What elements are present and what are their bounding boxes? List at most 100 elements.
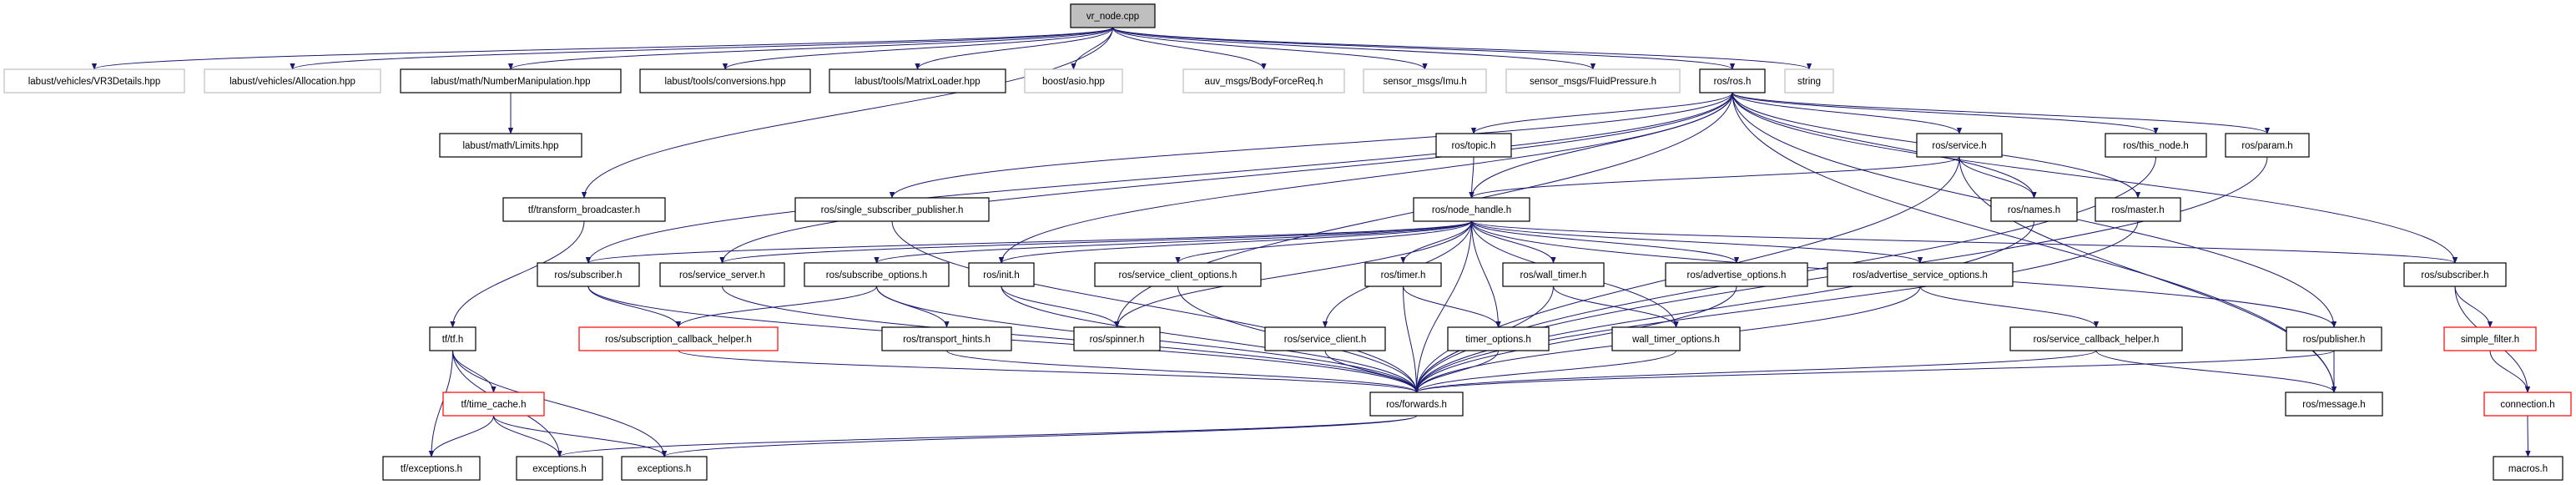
- node-ros[interactable]: ros/ros.h: [1699, 68, 1766, 93]
- node-sub-cb-helper[interactable]: ros/subscription_callback_helper.h: [578, 326, 779, 351]
- node-subscriber[interactable]: ros/subscriber.h: [537, 262, 640, 287]
- node-asio[interactable]: boost/asio.hpp: [1024, 68, 1123, 93]
- node-box: [2009, 326, 2183, 351]
- node-wall-timer-options[interactable]: wall_timer_options.h: [1611, 326, 1741, 351]
- node-label: ros/transport_hints.h: [903, 335, 991, 345]
- node-box: [439, 133, 582, 158]
- node-macros[interactable]: macros.h: [2493, 456, 2563, 481]
- edge-tf-to-tf_exceptions: [428, 350, 453, 457]
- node-imu[interactable]: sensor_msgs/Imu.h: [1363, 68, 1487, 93]
- node-label: ros/single_subscriber_publisher.h: [821, 205, 964, 215]
- node-label: exceptions.h: [638, 464, 692, 474]
- node-box: [1827, 262, 2014, 287]
- node-param[interactable]: ros/param.h: [2225, 133, 2310, 158]
- node-box: [968, 262, 1035, 287]
- node-simple-filter[interactable]: simple_filter.h: [2443, 326, 2537, 351]
- node-bodyforce[interactable]: auv_msgs/BodyForceReq.h: [1182, 68, 1345, 93]
- node-topic[interactable]: ros/topic.h: [1435, 133, 1512, 158]
- edge-time_cache-to-tf_exceptions: [428, 415, 494, 457]
- node-tf-exceptions[interactable]: tf/exceptions.h: [382, 456, 481, 481]
- node-srv-cb-helper[interactable]: ros/service_callback_helper.h: [2009, 326, 2183, 351]
- edge-wall_timer_options-to-forwards: [1414, 350, 1676, 393]
- node-label: ros/topic.h: [1451, 141, 1495, 151]
- node-box: [2483, 392, 2572, 417]
- node-transport-hints[interactable]: ros/transport_hints.h: [881, 326, 1012, 351]
- edge-ssp-to-forwards: [891, 220, 1419, 393]
- node-this-node[interactable]: ros/this_node.h: [2105, 133, 2207, 158]
- node-box: [1364, 262, 1442, 287]
- edge-node_handle-to-timer: [1400, 220, 1472, 264]
- node-label: ros/forwards.h: [1386, 400, 1447, 410]
- node-label: ros/service_client.h: [1284, 335, 1366, 345]
- node-ssp[interactable]: ros/single_subscriber_publisher.h: [794, 197, 990, 222]
- node-service[interactable]: ros/service.h: [1916, 133, 2003, 158]
- node-box: [1073, 326, 1161, 351]
- node-label: sensor_msgs/FluidPressure.h: [1530, 77, 1656, 87]
- node-label: ros/subscriber.h: [2421, 270, 2488, 280]
- node-tf[interactable]: tf/tf.h: [429, 326, 476, 351]
- node-label: ros/advertise_options.h: [1687, 270, 1787, 280]
- node-numbermanip[interactable]: labust/math/NumberManipulation.hpp: [400, 68, 622, 93]
- edge-node_handle-to-service_server: [719, 220, 1472, 264]
- node-master[interactable]: ros/master.h: [2095, 197, 2181, 222]
- node-allocation[interactable]: labust/vehicles/Allocation.hpp: [204, 68, 381, 93]
- node-string[interactable]: string: [1784, 68, 1834, 93]
- edge-time_cache-to-exceptions1: [493, 415, 562, 457]
- node-vr-node[interactable]: vr_node.cpp: [1070, 3, 1156, 28]
- node-label: labust/math/Limits.hpp: [462, 141, 558, 151]
- node-subscriber2[interactable]: ros/subscriber.h: [2403, 262, 2507, 287]
- node-time-cache[interactable]: tf/time_cache.h: [442, 392, 545, 417]
- node-box: [2403, 262, 2507, 287]
- edge-ros-to-service_server: [719, 92, 1733, 264]
- node-adv-opts[interactable]: ros/advertise_options.h: [1665, 262, 1808, 287]
- node-box: [1916, 133, 2003, 158]
- node-names[interactable]: ros/names.h: [1990, 197, 2078, 222]
- edge-node_handle-to-init: [998, 220, 1472, 264]
- node-label: wall_timer_options.h: [1631, 335, 1720, 345]
- node-service-server[interactable]: ros/service_server.h: [659, 262, 785, 287]
- node-vr3details[interactable]: labust/vehicles/VR3Details.hpp: [3, 68, 185, 93]
- node-tfb[interactable]: tf/transform_broadcaster.h: [502, 197, 666, 222]
- node-box: [429, 326, 476, 351]
- node-adv-srv-opts[interactable]: ros/advertise_service_options.h: [1827, 262, 2014, 287]
- edge-node_handle-to-adv_srv_opts: [1471, 220, 1923, 264]
- node-node-handle[interactable]: ros/node_handle.h: [1413, 197, 1530, 222]
- node-exceptions2[interactable]: exceptions.h: [621, 456, 708, 481]
- node-box: [2095, 197, 2181, 222]
- edge-subscriber2-to-simple_filter: [2454, 285, 2493, 328]
- node-init[interactable]: ros/init.h: [968, 262, 1035, 287]
- node-wall-timer[interactable]: ros/wall_timer.h: [1502, 262, 1605, 287]
- node-box: [1505, 68, 1681, 93]
- node-timer[interactable]: ros/timer.h: [1364, 262, 1442, 287]
- edge-vr_node-to-conversions: [722, 27, 1113, 70]
- node-box: [1502, 262, 1605, 287]
- node-exceptions1[interactable]: exceptions.h: [516, 456, 603, 481]
- node-matrixloader[interactable]: labust/tools/MatrixLoader.hpp: [829, 68, 1006, 93]
- node-forwards[interactable]: ros/forwards.h: [1369, 392, 1464, 417]
- node-label: ros/timer.h: [1381, 270, 1426, 280]
- edge-simple_filter-to-connection: [2489, 350, 2531, 393]
- node-box: [1070, 3, 1156, 28]
- node-box: [1264, 326, 1386, 351]
- node-connection[interactable]: connection.h: [2483, 392, 2572, 417]
- node-conversions[interactable]: labust/tools/conversions.hpp: [639, 68, 811, 93]
- node-timer-options[interactable]: timer_options.h: [1447, 326, 1550, 351]
- node-sco[interactable]: ros/service_client_options.h: [1094, 262, 1262, 287]
- node-publisher[interactable]: ros/publisher.h: [2286, 326, 2382, 351]
- node-subscribe-options[interactable]: ros/subscribe_options.h: [804, 262, 950, 287]
- node-service-client[interactable]: ros/service_client.h: [1264, 326, 1386, 351]
- node-fluid[interactable]: sensor_msgs/FluidPressure.h: [1505, 68, 1681, 93]
- edge-node_handle-to-subscribe_options: [874, 220, 1472, 264]
- node-box: [621, 456, 708, 481]
- node-limits[interactable]: labust/math/Limits.hpp: [439, 133, 582, 158]
- edge-vr_node-to-imu: [1112, 27, 1428, 70]
- edge-ros-to-init: [998, 92, 1733, 264]
- node-box: [1990, 197, 2078, 222]
- edge-publisher-to-forwards: [1414, 350, 2335, 393]
- node-label: timer_options.h: [1465, 335, 1531, 345]
- node-label: tf/tf.h: [442, 335, 464, 345]
- node-message[interactable]: ros/message.h: [2285, 392, 2383, 417]
- edge-vr_node-to-string: [1112, 27, 1812, 70]
- node-label: labust/vehicles/Allocation.hpp: [229, 77, 355, 87]
- node-spinner[interactable]: ros/spinner.h: [1073, 326, 1161, 351]
